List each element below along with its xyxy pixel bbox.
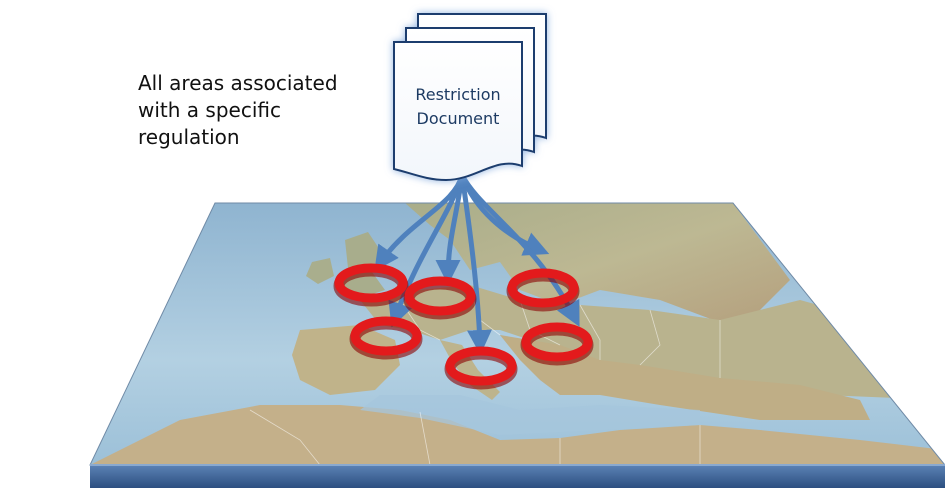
land-ireland	[306, 258, 334, 284]
arrow-to-italy	[459, 172, 492, 355]
region-ring-baltic	[506, 268, 580, 312]
arrows	[374, 172, 580, 355]
arrow-to-germany	[435, 172, 465, 285]
document-title-line-1: Restriction	[415, 85, 500, 104]
caption-text: All areas associated with a specific reg…	[138, 70, 398, 151]
land-balkans	[500, 335, 870, 420]
regions	[333, 263, 594, 390]
arrow-to-balkans	[459, 172, 580, 327]
map-base-edge	[90, 465, 945, 488]
mediterranean-sea	[360, 395, 700, 435]
caption-line-3: regulation	[138, 125, 240, 149]
region-ring-britain	[333, 263, 409, 307]
caption-line-1: All areas associated	[138, 71, 338, 95]
land-central	[360, 285, 945, 400]
document-title-line-2: Document	[417, 109, 500, 128]
region-ring-balkans	[520, 322, 594, 366]
land-iberia	[292, 325, 400, 395]
region-ring-germany	[403, 276, 477, 320]
caption-line-2: with a specific	[138, 98, 281, 122]
land-north	[405, 203, 790, 330]
document-page-front	[393, 41, 523, 182]
restriction-document-stack[interactable]: Restriction Document	[393, 13, 547, 182]
region-ring-italy	[444, 346, 518, 390]
land-north-africa	[90, 405, 945, 465]
europe-map	[89, 202, 945, 466]
region-ring-iberia	[349, 316, 423, 360]
